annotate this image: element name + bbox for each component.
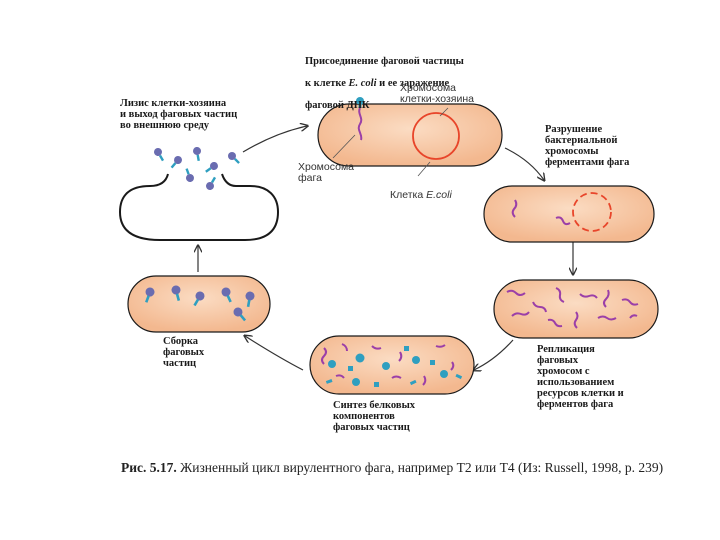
- phage-dna: [555, 216, 571, 226]
- ecoli-cell: [483, 185, 655, 243]
- cell-assembly: [127, 275, 271, 333]
- host-chromosome: [412, 112, 460, 160]
- ecoli-cell: [317, 103, 503, 167]
- phage-dna: [321, 343, 455, 386]
- replicated-phage-dna: [506, 287, 639, 329]
- arrow-attach-to-destruction: [504, 147, 544, 180]
- step-replication-label: Репликация фаговых хромосом с использова…: [537, 344, 624, 410]
- figure-caption-text: Жизненный цикл вирулентного фага, наприм…: [176, 460, 664, 475]
- step-lysis-label: Лизис клетки-хозяина и выход фаговых час…: [120, 98, 238, 131]
- arrow-lysis-to-attach: [242, 126, 307, 153]
- phage-head: [356, 97, 364, 105]
- host-chromosome-degraded: [572, 192, 612, 232]
- cell-replication: [493, 279, 659, 339]
- step-synthesis-label: Синтез белковых компонентов фаговых част…: [333, 400, 416, 433]
- ecoli-cell: [493, 279, 659, 339]
- host-chromosome-label: Хромосома клетки-хозяина: [400, 82, 474, 105]
- protein-components: [325, 346, 463, 387]
- cell-lysed: [118, 147, 280, 241]
- step-assembly-label: Сборка фаговых частиц: [163, 336, 205, 369]
- step-destruction-label: Разрушение бактериальной хромосомы ферме…: [545, 124, 630, 168]
- cell-protein-synthesis: [309, 335, 475, 395]
- lysed-cell-wall: [118, 173, 280, 241]
- phage-chromosome-label: Хромосома фага: [298, 161, 355, 184]
- figure-caption: Рис. 5.17. Жизненный цикл вирулентного ф…: [121, 459, 681, 476]
- ecoli-cell: [309, 335, 475, 395]
- phage-chromosome: [357, 107, 363, 141]
- step-attachment-label: Присоединение фаговой частицы к клетке E…: [305, 56, 464, 111]
- ecoli-cell: [127, 275, 271, 333]
- cycle-arrows: [198, 126, 573, 370]
- arrow-synthesis-to-assembly: [245, 336, 304, 371]
- assembled-phages: [145, 285, 255, 322]
- cell-attachment: [317, 97, 503, 177]
- ecoli-cell-label: Клетка E.coli: [390, 189, 452, 201]
- figure-number: Рис. 5.17.: [121, 460, 177, 475]
- pointer-host-chromosome: [439, 107, 449, 117]
- phage-dna: [511, 199, 518, 218]
- cell-destruction: [483, 185, 655, 243]
- released-phages: [154, 147, 240, 190]
- pointer-phage-chromosome: [332, 134, 356, 159]
- arrow-replication-to-synthesis: [474, 339, 514, 370]
- pointer-ecoli-cell: [417, 161, 431, 177]
